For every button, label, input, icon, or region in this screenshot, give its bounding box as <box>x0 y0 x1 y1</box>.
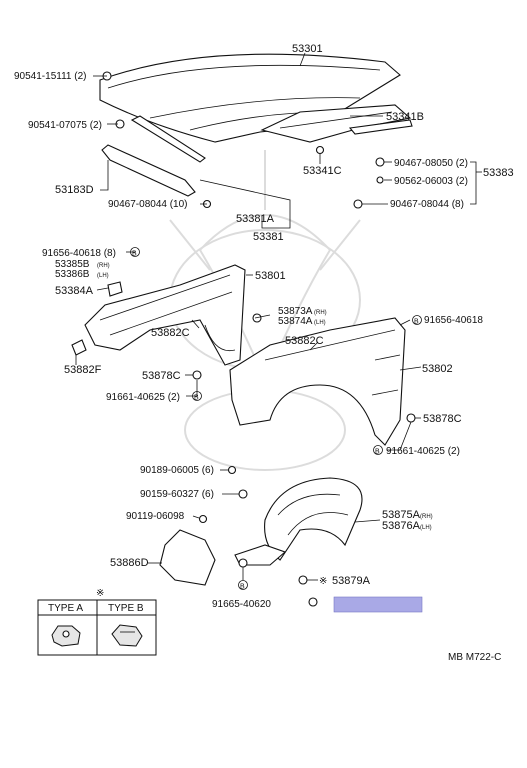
fastener-clips <box>102 71 416 607</box>
label-91665-40620[interactable]: 91665-40620 <box>212 599 271 610</box>
label-53301[interactable]: 53301 <box>292 43 323 55</box>
hood-seal[interactable] <box>101 115 206 197</box>
svg-text:B: B <box>414 319 419 326</box>
front-fender[interactable] <box>229 317 406 446</box>
label-53384a[interactable]: 53384A <box>55 285 94 297</box>
suffix-53875a: (RH) <box>420 514 433 520</box>
fender-liner[interactable] <box>264 477 363 561</box>
bracket-53384a[interactable] <box>107 281 123 297</box>
svg-text:B: B <box>132 251 137 258</box>
label-90467-08050[interactable]: 90467-08050 (2) <box>394 158 468 169</box>
note-symbol-53879a: ※ <box>319 576 327 587</box>
suffix-53874a: (LH) <box>314 320 326 326</box>
label-91661-40625-b[interactable]: 91661-40625 (2) <box>386 446 460 457</box>
label-53386b[interactable]: 53386B <box>55 269 90 280</box>
label-53385b[interactable]: 53385B <box>55 259 90 270</box>
part-labels: 53301 90541-15111 (2) 90541-07075 (2) 53… <box>14 43 514 610</box>
svg-text:B: B <box>240 584 245 591</box>
label-91661-40625-a[interactable]: 91661-40625 (2) <box>106 392 180 403</box>
highlight-box[interactable] <box>333 596 423 613</box>
label-53876a[interactable]: 53876A <box>382 520 421 532</box>
label-53383[interactable]: 53383 <box>483 167 514 179</box>
diagram-code: MB M722-C <box>448 652 501 663</box>
note-prefix-symbol: ※ <box>96 588 104 599</box>
leader-lines <box>75 52 482 581</box>
label-53886d[interactable]: 53886D <box>110 557 149 569</box>
fender-apron[interactable] <box>84 264 246 366</box>
type-b-header: TYPE B <box>108 603 144 614</box>
svg-text:B: B <box>194 395 199 402</box>
label-53882f[interactable]: 53882F <box>64 364 102 376</box>
label-53882c-a[interactable]: 53882C <box>151 327 190 339</box>
label-53381[interactable]: 53381 <box>253 231 284 243</box>
suffix-53385b: (RH) <box>97 263 110 269</box>
splash-shield[interactable] <box>159 529 287 586</box>
label-53801[interactable]: 53801 <box>255 270 286 282</box>
label-53341b[interactable]: 53341B <box>386 111 424 123</box>
label-90159-60327[interactable]: 90159-60327 (6) <box>140 489 214 500</box>
type-a-header: TYPE A <box>48 603 83 614</box>
label-53874a[interactable]: 53874A <box>278 316 313 327</box>
label-53381a[interactable]: 53381A <box>236 213 275 225</box>
bracket-53882f[interactable] <box>71 339 87 356</box>
label-53341c[interactable]: 53341C <box>303 165 342 177</box>
suffix-53386b: (LH) <box>97 273 109 279</box>
label-53879a[interactable]: 53879A <box>332 575 371 587</box>
suffix-53873a: (RH) <box>314 310 327 316</box>
type-b-clip-icon <box>111 624 143 647</box>
label-53875a[interactable]: 53875A <box>382 509 421 521</box>
label-53882c-b[interactable]: 53882C <box>285 335 324 347</box>
label-90562-06003[interactable]: 90562-06003 (2) <box>394 176 468 187</box>
label-53878c-b[interactable]: 53878C <box>423 413 462 425</box>
label-90189-06005[interactable]: 90189-06005 (6) <box>140 465 214 476</box>
svg-text:B: B <box>375 449 380 456</box>
label-53183d[interactable]: 53183D <box>55 184 94 196</box>
label-91656-40618-8[interactable]: 91656-40618 (8) <box>42 248 116 259</box>
label-53873a[interactable]: 53873A <box>278 306 313 317</box>
type-a-clip-icon <box>51 625 81 647</box>
label-90541-07075[interactable]: 90541-07075 (2) <box>28 120 102 131</box>
label-53878c-a[interactable]: 53878C <box>142 370 181 382</box>
type-table: TYPE A TYPE B <box>37 599 157 656</box>
label-90119-06098[interactable]: 90119-06098 <box>126 511 185 522</box>
bolt-marker-icons: B B B B B <box>130 247 422 591</box>
label-91656-40618[interactable]: 91656-40618 <box>424 315 483 326</box>
suffix-53876a: (LH) <box>420 525 432 531</box>
label-90467-08044-8[interactable]: 90467-08044 (8) <box>390 199 464 210</box>
hood-insulator[interactable] <box>260 104 413 143</box>
label-90467-08044-10[interactable]: 90467-08044 (10) <box>108 199 188 210</box>
label-53802[interactable]: 53802 <box>422 363 453 375</box>
label-90541-15111[interactable]: 90541-15111 (2) <box>14 71 86 82</box>
